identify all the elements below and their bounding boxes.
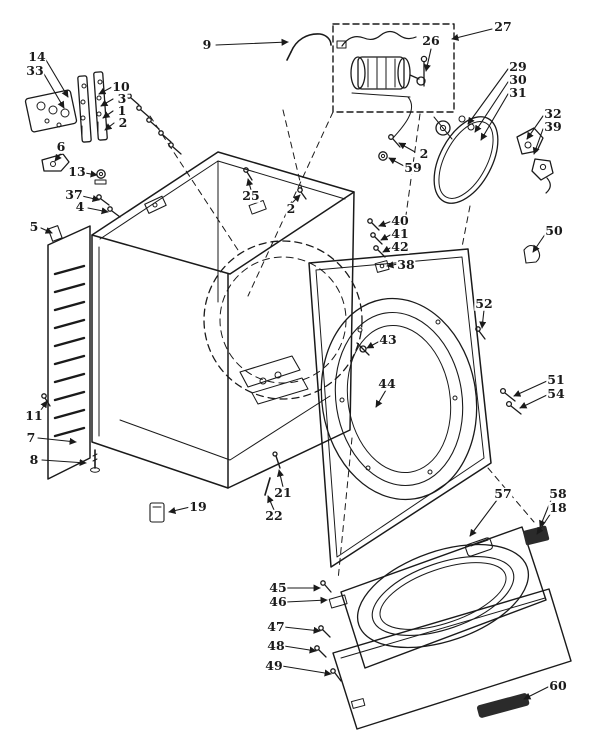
callout-21: 21: [273, 484, 293, 500]
callout-42: 42: [390, 238, 410, 254]
callout-45: 45: [268, 579, 288, 595]
callout-43: 43: [378, 331, 398, 347]
callout-40: 40: [390, 212, 410, 228]
callout-13: 13: [67, 163, 87, 179]
callout-60: 60: [548, 677, 568, 693]
callout-54: 54: [546, 385, 566, 401]
callout-25: 25: [241, 187, 261, 203]
callout-6: 6: [55, 138, 67, 154]
callout-37: 37: [64, 186, 84, 202]
callout-57: 57: [493, 485, 513, 501]
wire-hook: [286, 33, 332, 61]
door-opening: [320, 297, 478, 501]
mounting-brackets: [516, 127, 554, 264]
callout-22: 22: [264, 507, 284, 523]
callout-46: 46: [268, 593, 288, 609]
callout-1: 1: [116, 102, 128, 118]
callout-30: 30: [508, 71, 528, 87]
leader-lines: [37, 28, 552, 700]
front-clips: [264, 451, 281, 496]
callout-3: 3: [116, 90, 128, 106]
idler-belt-assembly: [378, 96, 499, 204]
callout-38: 38: [396, 256, 416, 272]
callout-4: 4: [74, 198, 86, 214]
cabinet-wireframe: [90, 151, 363, 523]
door-seal-panel: [340, 526, 547, 669]
callout-27: 27: [493, 18, 513, 34]
callout-48: 48: [266, 637, 286, 653]
leveling-leg: [90, 449, 100, 473]
callout-11: 11: [24, 407, 44, 423]
callout-26: 26: [421, 32, 441, 48]
motor-assembly: [332, 23, 455, 113]
clip-50: [523, 244, 541, 264]
callout-33: 33: [25, 62, 45, 78]
callout-58: 58: [548, 485, 568, 501]
callout-9: 9: [201, 36, 213, 52]
drum-opening-dashed: [203, 240, 363, 400]
console-bracket-hardware: [24, 71, 182, 242]
callout-50: 50: [544, 222, 564, 238]
callout-29: 29: [508, 58, 528, 74]
callout-5: 5: [28, 218, 40, 234]
callout-41: 41: [390, 225, 410, 241]
latch-block: [523, 525, 550, 546]
callout-52: 52: [474, 295, 494, 311]
callout-7: 7: [25, 429, 37, 445]
rear-panel: [41, 225, 91, 480]
callout-10: 10: [111, 78, 131, 94]
kick-strip: [477, 693, 530, 718]
callout-14: 14: [27, 48, 47, 64]
base-bracket: [149, 502, 165, 523]
callout-59: 59: [403, 159, 423, 175]
callout-8: 8: [28, 451, 40, 467]
callout-2-console: 2: [117, 114, 129, 130]
callout-18: 18: [548, 499, 568, 515]
callout-19: 19: [188, 498, 208, 514]
callout-44: 44: [377, 375, 397, 391]
base-panel: [330, 588, 572, 730]
callout-51: 51: [546, 371, 566, 387]
callout-2-motor: 2: [418, 145, 430, 161]
callout-39: 39: [543, 118, 563, 134]
callout-47: 47: [266, 618, 286, 634]
callout-49: 49: [264, 657, 284, 673]
lint-duct: [239, 355, 301, 388]
clip-43: [359, 345, 367, 353]
callout-31: 31: [508, 84, 528, 100]
vent-louvers: [53, 264, 86, 438]
callout-2-cabinet: 2: [285, 200, 297, 216]
callout-32: 32: [543, 105, 563, 121]
